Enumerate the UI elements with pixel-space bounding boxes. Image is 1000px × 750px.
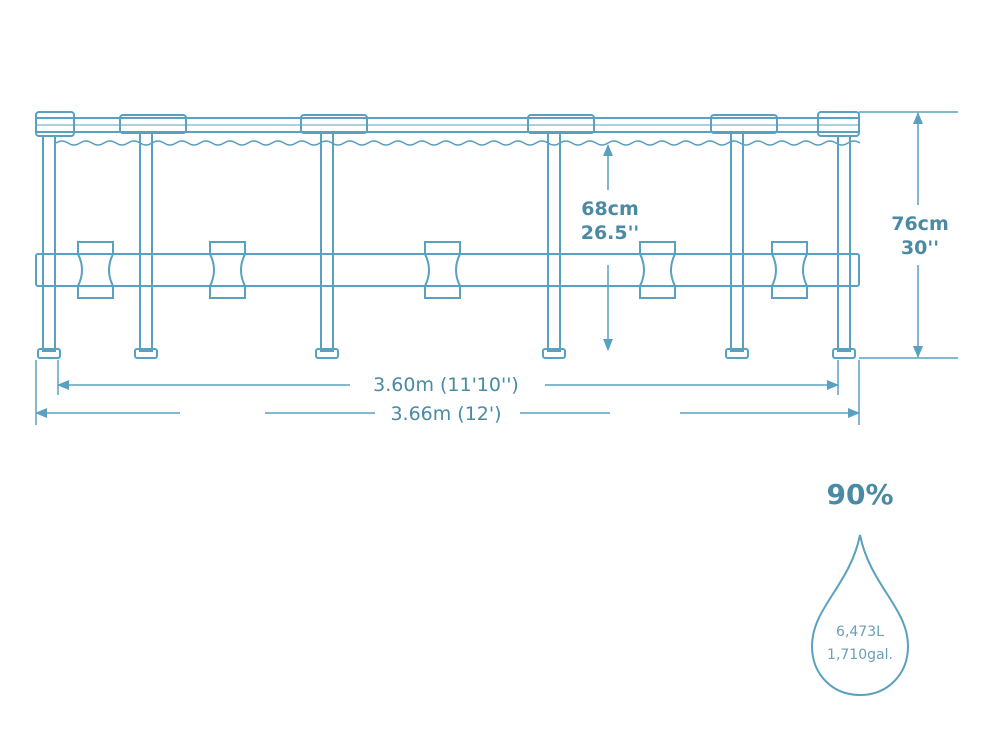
water-surface [55,140,861,146]
wall-band [35,253,860,287]
wall-height-in-label: 30'' [901,237,939,259]
inner-diameter-label: 3.60m (11'10'') [373,374,519,396]
diameter-dimensions [35,360,860,425]
volume-liters-label: 6,473L [836,624,884,640]
leg [42,135,56,352]
water-drop-icon [810,534,910,697]
belt-clip [77,241,114,299]
leg [730,132,744,352]
water-height-in-label: 26.5'' [581,222,640,244]
leg [837,135,851,352]
leg [320,132,334,352]
water-height-cm-label: 68cm [581,198,639,220]
belt-clip [639,241,676,299]
belt-clip [771,241,808,299]
fill-percent-label: 90% [826,478,893,511]
wall-height-cm-label: 76cm [891,213,949,235]
belt-clip [424,241,461,299]
leg [547,132,561,352]
belt-clip [209,241,246,299]
pool-frame-diagram [35,111,861,359]
outer-diameter-label: 3.66m (12') [390,403,501,425]
volume-gallons-label: 1,710gal. [827,647,893,663]
leg [139,132,153,352]
wall-height-dimension [859,111,958,359]
